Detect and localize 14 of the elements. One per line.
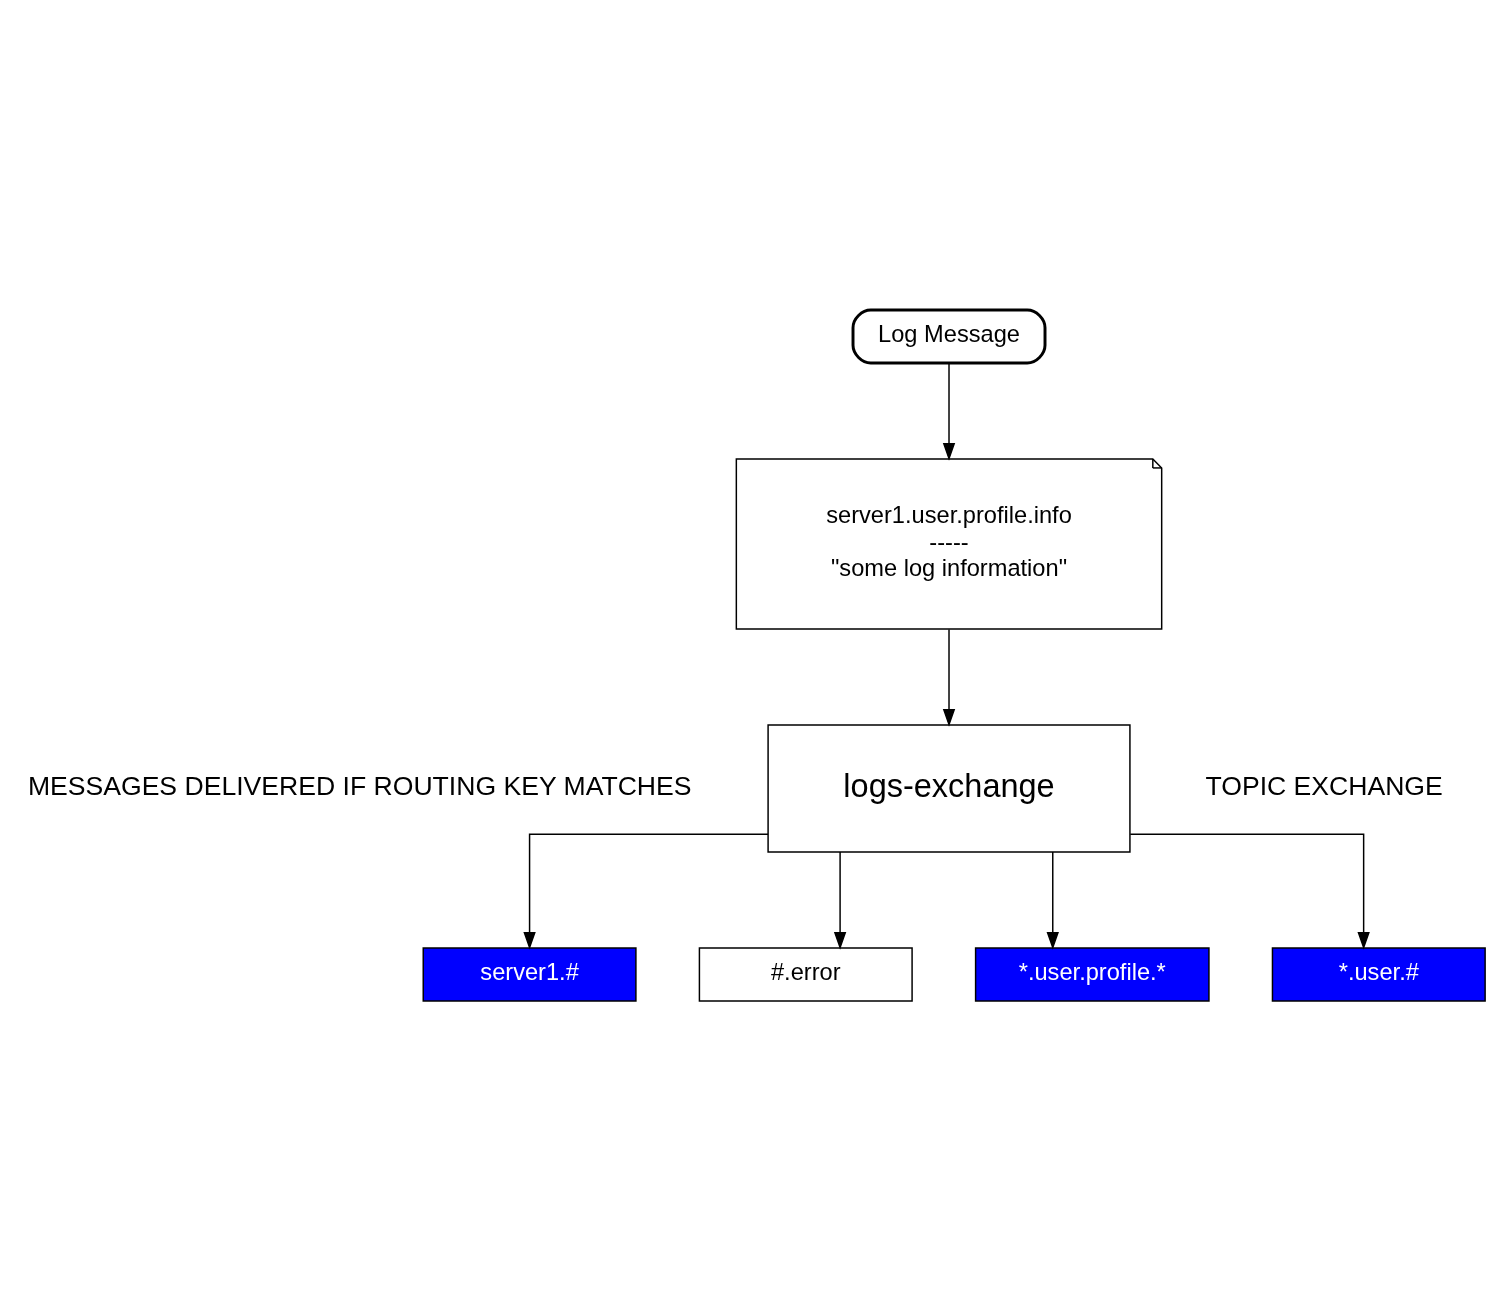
label: MESSAGES DELIVERED IF ROUTING KEY MATCHES xyxy=(27,770,692,801)
node-box: *.user.# xyxy=(1271,947,1486,1002)
node-box: logs-exchange xyxy=(767,724,1131,853)
arrow xyxy=(1046,851,1059,950)
node-box: *.user.profile.* xyxy=(974,947,1210,1002)
node-box: #.error xyxy=(698,947,913,1002)
arrow xyxy=(942,362,956,461)
arrow xyxy=(833,851,847,950)
node-box: server1.# xyxy=(422,947,637,1002)
arrow xyxy=(1129,833,1370,950)
arrow xyxy=(942,628,956,727)
label: TOPIC EXCHANGE xyxy=(1205,770,1443,801)
arrow xyxy=(523,833,769,950)
node-box: Log Message xyxy=(851,308,1047,365)
